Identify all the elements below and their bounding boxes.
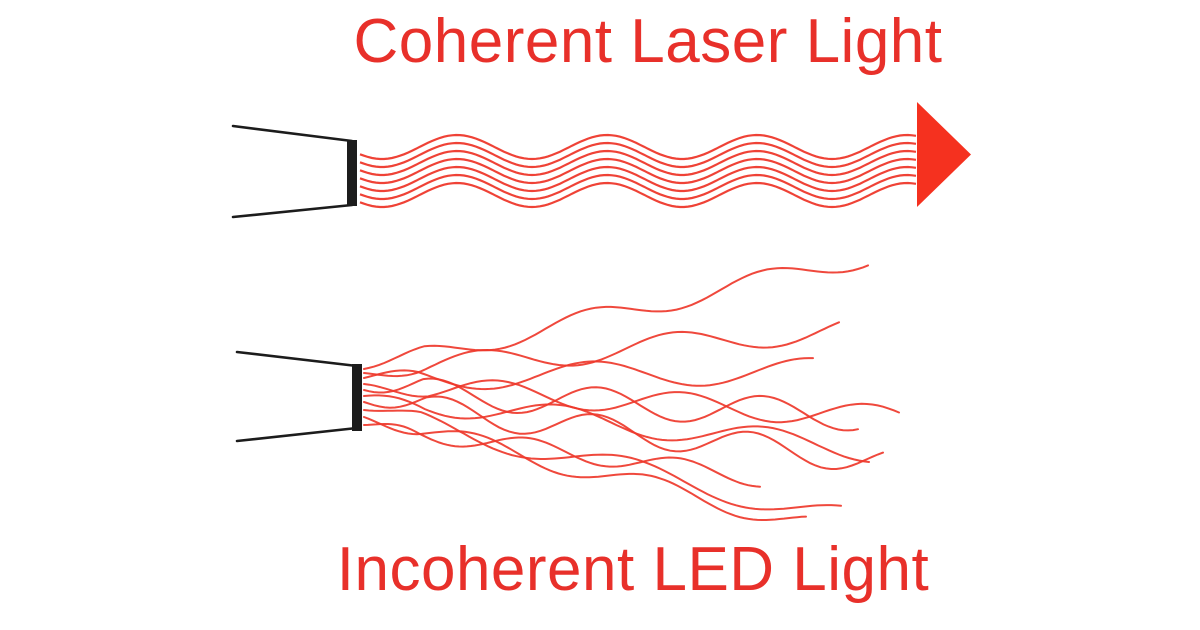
coherent-wave-line [359, 149, 917, 177]
coherent-laser-label: Coherent Laser Light [353, 7, 943, 76]
led-source-device [235, 350, 362, 443]
incoherent-led-label: Incoherent LED Light [336, 535, 930, 604]
coherent-wave-line [359, 157, 917, 185]
incoherent-wave-line [363, 377, 859, 432]
source-top-edge [235, 350, 359, 368]
incoherent-wave-line [363, 321, 840, 378]
incoherent-wave-line [363, 394, 870, 463]
coherent-wave-line [359, 173, 917, 201]
coherent-beam-waves [359, 133, 917, 209]
laser-source-device [231, 124, 357, 219]
incoherent-wave-line [363, 395, 884, 470]
incoherent-wave-rays [363, 264, 900, 521]
coherent-wave-line [359, 133, 917, 161]
beam-direction-arrow [917, 102, 971, 207]
source-bottom-edge [235, 426, 359, 443]
source-top-edge [231, 124, 354, 143]
incoherent-wave-line [363, 264, 869, 370]
incoherent-wave-line [363, 423, 761, 488]
source-bottom-edge [231, 203, 354, 219]
coherent-wave-line [359, 141, 917, 169]
incoherent-wave-line [363, 409, 842, 511]
coherent-wave-line [359, 165, 917, 193]
incoherent-wave-line [363, 416, 807, 521]
coherent-wave-line [359, 181, 917, 209]
arrowhead [917, 102, 971, 207]
